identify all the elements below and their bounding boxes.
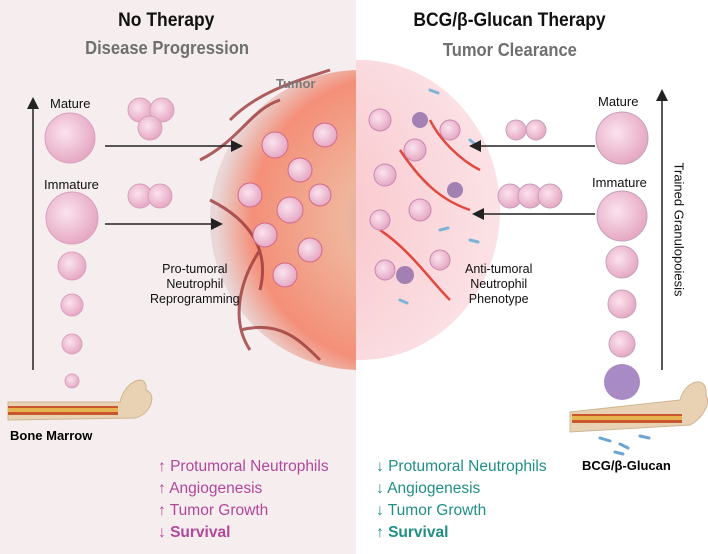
tumor-right	[356, 60, 500, 360]
right-subtitle: Tumor Clearance	[442, 40, 577, 60]
left-title: No Therapy	[118, 10, 215, 31]
pro-tumoral-line: Pro-tumoral	[162, 262, 228, 276]
anti-tumoral-line: Neutrophil	[470, 277, 528, 291]
pro-tumoral-line: Reprogramming	[150, 292, 240, 306]
effect-item: ↓ Tumor Growth	[376, 502, 487, 519]
left-mature-label: Mature	[50, 96, 91, 111]
bone-right	[569, 381, 708, 456]
left-effects-list: ↑ Protumoral Neutrophils ↑ Angiogenesis …	[158, 456, 329, 544]
pro-tumoral-label: Pro-tumoral Neutrophil Reprogramming	[150, 262, 240, 307]
left-immature-label: Immature	[44, 177, 99, 192]
effect-item: ↓ Angiogenesis	[376, 480, 481, 497]
effect-item: ↓ Survival	[158, 524, 231, 541]
bcg-glucan-label: BCG/β-Glucan	[582, 458, 671, 473]
pro-tumoral-line: Neutrophil	[166, 277, 224, 291]
left-neutrophil-lineage	[44, 97, 175, 389]
effect-item: ↑ Survival	[376, 524, 449, 541]
effect-item: ↑ Tumor Growth	[158, 502, 269, 519]
tumor-label: Tumor	[276, 76, 316, 91]
effect-item: ↓ Protumoral Neutrophils	[376, 458, 547, 475]
right-mature-label: Mature	[598, 94, 639, 109]
left-subtitle: Disease Progression	[85, 38, 249, 58]
bone-marrow-label: Bone Marrow	[10, 428, 93, 443]
effect-item: ↑ Angiogenesis	[158, 480, 263, 497]
effect-item: ↑ Protumoral Neutrophils	[158, 458, 329, 475]
progenitor-cell-cluster	[604, 364, 640, 400]
trained-granulopoiesis-label: Trained Granulopoiesis	[671, 162, 687, 297]
anti-tumoral-line: Phenotype	[468, 292, 529, 306]
tumor-left	[199, 68, 356, 370]
right-title: BCG/β-Glucan Therapy	[413, 10, 606, 31]
anti-tumoral-line: Anti-tumoral	[465, 262, 533, 276]
right-immature-label: Immature	[592, 175, 647, 190]
right-effects-list: ↓ Protumoral Neutrophils ↓ Angiogenesis …	[376, 456, 547, 544]
right-neutrophil-lineage	[497, 111, 649, 358]
anti-tumoral-label: Anti-tumoral Neutrophil Phenotype	[465, 262, 532, 307]
bone-left	[7, 379, 153, 421]
